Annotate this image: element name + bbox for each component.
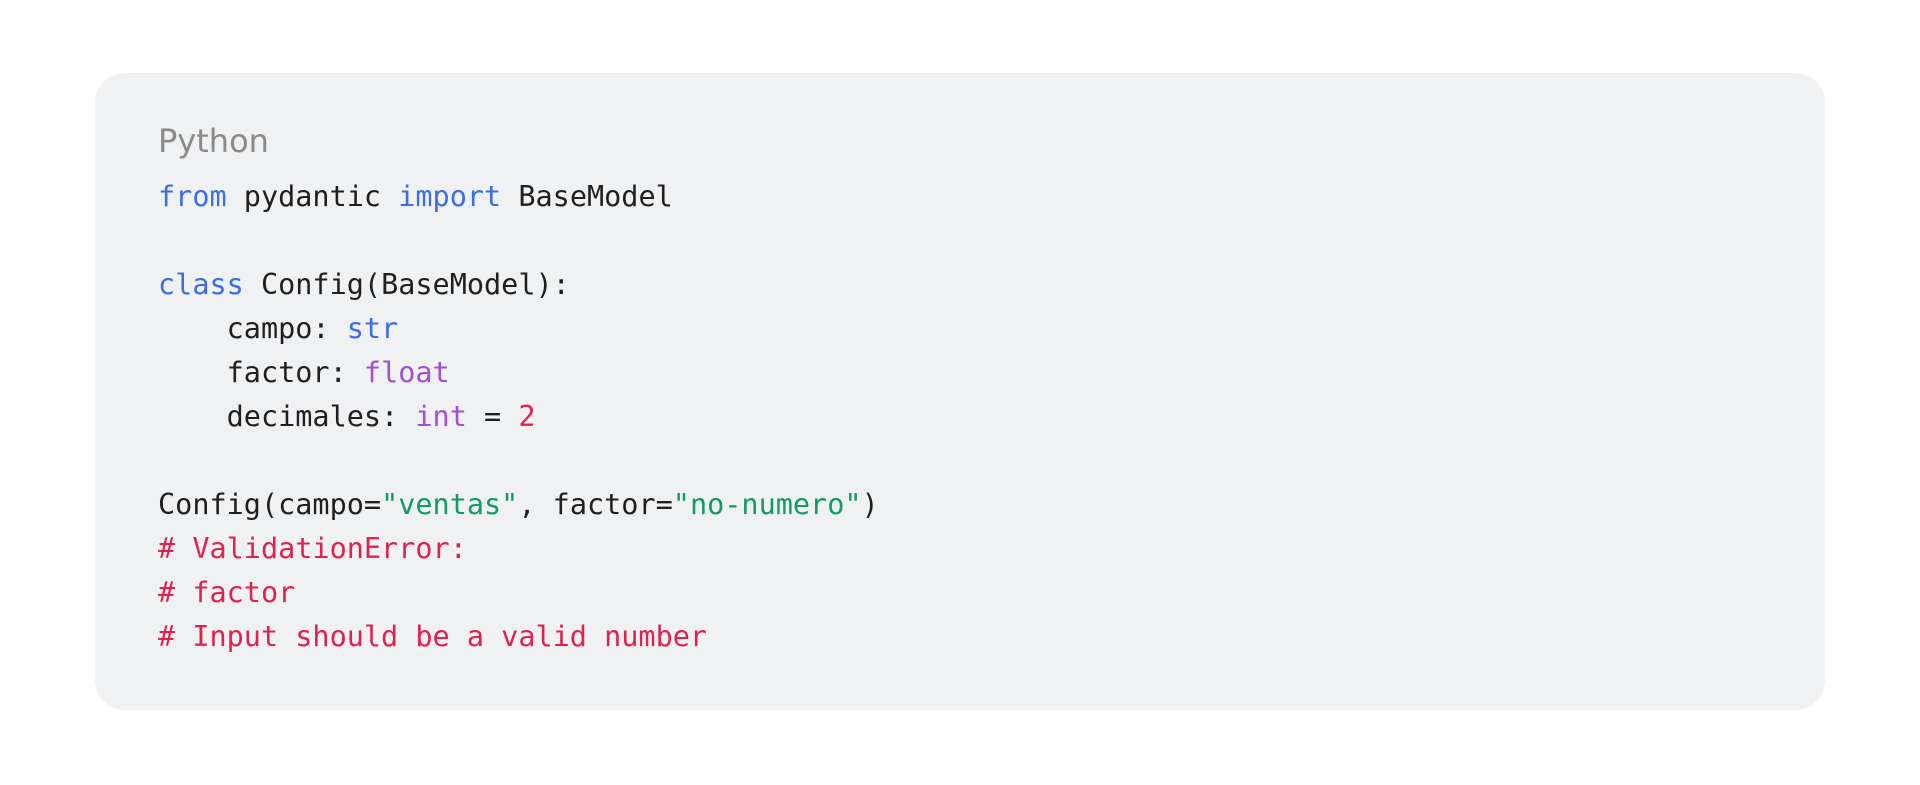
code-block[interactable]: from pydantic import BaseModel class Conf… bbox=[158, 175, 879, 659]
code-line: decimales: int = 2 bbox=[158, 395, 879, 439]
code-token: float bbox=[363, 356, 450, 389]
code-token: int bbox=[415, 400, 467, 433]
code-token: campo: bbox=[158, 312, 347, 345]
code-token: 2 bbox=[518, 400, 536, 433]
code-token: = bbox=[466, 400, 519, 433]
code-line: class Config(BaseModel): bbox=[158, 263, 879, 307]
code-line: # ValidationError: bbox=[158, 527, 879, 571]
code-token: decimales: bbox=[158, 400, 416, 433]
code-token: # factor bbox=[158, 576, 296, 609]
code-line bbox=[158, 439, 879, 483]
code-token: # ValidationError: bbox=[158, 532, 467, 565]
code-token: Config(BaseModel): bbox=[243, 268, 570, 301]
code-token: from bbox=[158, 180, 227, 213]
code-token: Config(campo= bbox=[158, 488, 382, 521]
code-token: , factor= bbox=[518, 488, 673, 521]
code-line bbox=[158, 219, 879, 263]
code-token: class bbox=[158, 268, 244, 301]
language-label: Python bbox=[158, 122, 269, 160]
code-line: Config(campo="ventas", factor="no-numero… bbox=[158, 483, 879, 527]
code-token: pydantic bbox=[226, 180, 399, 213]
code-line: # factor bbox=[158, 571, 879, 615]
code-token: # Input should be a valid number bbox=[158, 620, 708, 653]
code-token: "ventas" bbox=[381, 488, 519, 521]
code-token: BaseModel bbox=[501, 180, 673, 213]
code-token: str bbox=[346, 312, 399, 345]
code-line: from pydantic import BaseModel bbox=[158, 175, 879, 219]
code-card: Python from pydantic import BaseModel cla… bbox=[95, 73, 1825, 710]
code-token: ) bbox=[861, 488, 879, 521]
code-line: campo: str bbox=[158, 307, 879, 351]
code-token: factor: bbox=[158, 356, 364, 389]
code-token: "no-numero" bbox=[672, 488, 862, 521]
code-line: factor: float bbox=[158, 351, 879, 395]
code-token: import bbox=[398, 180, 502, 213]
code-line: # Input should be a valid number bbox=[158, 615, 879, 659]
